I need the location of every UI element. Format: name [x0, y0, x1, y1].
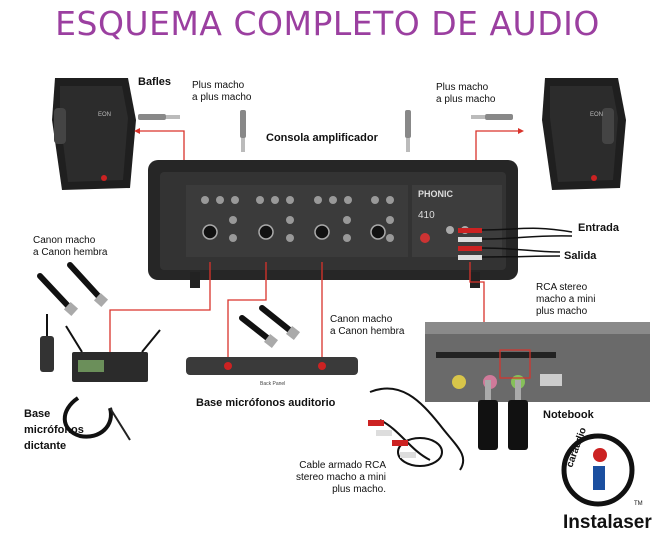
- notebook: [425, 322, 650, 402]
- label-cable-2: stereo macho a mini: [295, 472, 386, 483]
- canon-cable-middle: [239, 305, 301, 349]
- label-consola: Consola amplificador: [266, 132, 378, 144]
- rca-plugs-console: [458, 227, 573, 260]
- auditorium-mic-base: Back Panel: [186, 357, 358, 387]
- canon-cable-left: [37, 262, 109, 317]
- label-plus-right-2: a plus macho: [436, 94, 496, 105]
- page-title: ESQUEMA COMPLETO DE AUDIO: [55, 4, 600, 43]
- left-speaker-brand: EON: [98, 112, 111, 118]
- label-plus-left-2: a plus macho: [192, 92, 252, 103]
- rca-mini-cable: [368, 387, 465, 471]
- company-name: Instalaser: [563, 512, 652, 533]
- label-bafles: Bafles: [138, 76, 172, 88]
- mini-plus-plugs: [478, 380, 528, 450]
- right-speaker-brand: EON: [590, 112, 603, 118]
- label-cable-3: plus macho.: [332, 484, 386, 495]
- mixer-brand: PHONIC: [418, 189, 454, 199]
- right-speaker: EON: [542, 78, 626, 190]
- label-canon-mid-1: Canon macho: [330, 314, 393, 325]
- label-base-dict-1: Base: [24, 408, 51, 420]
- label-notebook: Notebook: [543, 409, 594, 421]
- label-rca-2: macho a mini: [536, 294, 596, 305]
- label-cable-1: Cable armado RCA: [299, 460, 386, 471]
- caraudio-logo: caraudio TM: [561, 426, 643, 507]
- label-salida: Salida: [564, 250, 597, 262]
- label-canon-left-2: a Canon hembra: [33, 247, 108, 258]
- mixer-model: 410: [418, 210, 435, 221]
- plus-connector-left: [138, 110, 246, 152]
- label-rca-1: RCA stereo: [536, 282, 588, 293]
- plus-connector-right: [405, 110, 513, 152]
- label-canon-left-1: Canon macho: [33, 235, 96, 246]
- label-entrada: Entrada: [578, 222, 619, 234]
- label-base-dict-3: dictante: [24, 440, 67, 452]
- label-plus-right-1: Plus macho: [436, 82, 489, 93]
- label-rca-3: plus macho: [536, 306, 588, 317]
- label-base-dict-2: micrófonos: [24, 424, 84, 436]
- label-canon-mid-2: a Canon hembra: [330, 326, 405, 337]
- logo-tm: TM: [634, 501, 643, 507]
- wireless-mic-base: [40, 314, 161, 441]
- mic-wires: [109, 262, 485, 358]
- back-panel-text: Back Panel: [260, 381, 285, 387]
- label-base-auditorio: Base micrófonos auditorio: [196, 397, 336, 409]
- label-plus-left-1: Plus macho: [192, 80, 245, 91]
- left-speaker: EON: [52, 78, 136, 190]
- mixer-console: PHONIC 410: [148, 160, 518, 288]
